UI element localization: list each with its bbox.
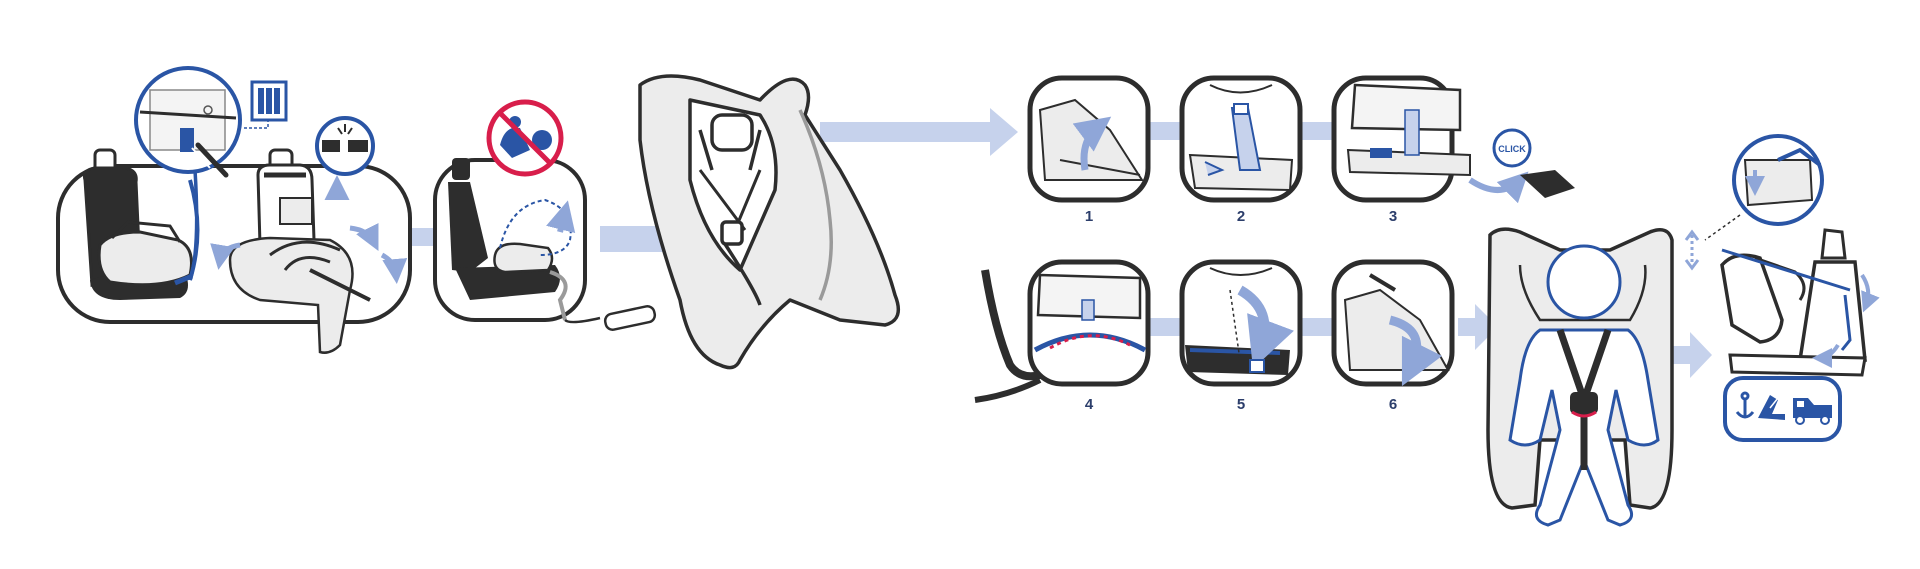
child-in-seat bbox=[1486, 227, 1674, 527]
vehicle-seat-left bbox=[83, 148, 200, 300]
click-badge: CLICK bbox=[1498, 144, 1526, 154]
step-number-5: 5 bbox=[1236, 396, 1246, 413]
child-seat-main bbox=[638, 74, 901, 370]
step-number-6: 6 bbox=[1388, 396, 1398, 413]
step-panel-1 bbox=[1027, 75, 1151, 203]
step-number-1: 1 bbox=[1084, 208, 1094, 225]
step-panel-4 bbox=[974, 259, 1151, 403]
vehicle-seat-right bbox=[210, 148, 408, 354]
step-panel-3 bbox=[1331, 75, 1471, 203]
screwdriver-icon bbox=[195, 142, 229, 178]
flow-arrow-1 bbox=[405, 228, 435, 246]
car-seat-icon bbox=[1758, 395, 1785, 420]
vehicle-type-badge bbox=[1723, 376, 1842, 442]
panel-front-seat bbox=[433, 99, 657, 331]
switch-panel-icon bbox=[244, 80, 288, 129]
step-number-3: 3 bbox=[1388, 208, 1398, 225]
no-airbag-icon bbox=[486, 99, 564, 177]
click-connector: CLICK bbox=[1468, 128, 1575, 204]
flow-arrow-8 bbox=[1458, 304, 1498, 350]
buckle-icon bbox=[315, 116, 375, 176]
step-panel-2 bbox=[1179, 75, 1303, 203]
flow-arrow-5 bbox=[1302, 122, 1334, 140]
panel-vehicle-install bbox=[1684, 134, 1880, 442]
anchor-icon bbox=[1735, 391, 1755, 419]
flow-arrow-9 bbox=[1660, 332, 1712, 378]
step-panel-6 bbox=[1331, 259, 1455, 387]
flow-arrow-7 bbox=[1302, 318, 1334, 336]
step-number-2: 2 bbox=[1236, 208, 1246, 225]
vehicle-icon bbox=[1793, 398, 1832, 425]
step-panel-5 bbox=[1179, 259, 1303, 387]
flow-arrow-6 bbox=[1148, 318, 1180, 336]
panel-vehicle-seats bbox=[56, 66, 412, 354]
flow-arrow-4 bbox=[1148, 122, 1180, 140]
flow-arrow-3 bbox=[820, 108, 1018, 156]
zoom-detail-anchor bbox=[1704, 134, 1824, 241]
zoom-detail-screwdriver bbox=[134, 66, 242, 281]
seat-handle bbox=[603, 305, 657, 331]
step-number-4: 4 bbox=[1084, 396, 1094, 413]
